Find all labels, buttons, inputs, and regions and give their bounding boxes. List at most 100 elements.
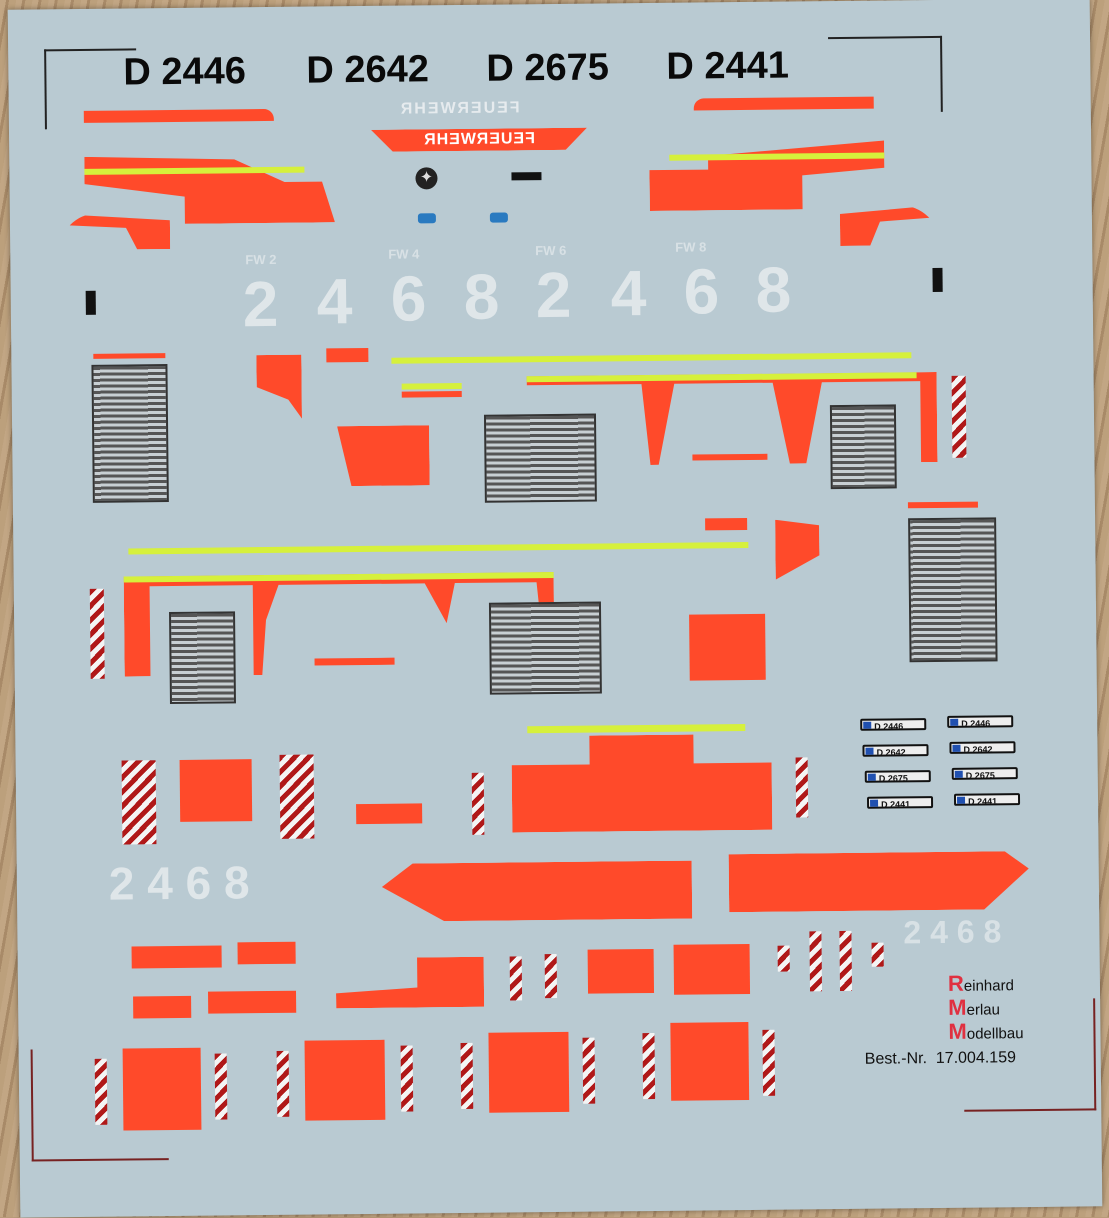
decal-shape [207, 990, 297, 1014]
decal-shape [705, 517, 748, 531]
brand-line-reinhard: Reinhard [948, 971, 1023, 996]
warning-stripe [276, 1050, 290, 1117]
blue-light-icon [489, 212, 508, 223]
decal-shape [179, 759, 253, 822]
warning-stripe [544, 954, 558, 999]
radiator-grille [91, 364, 169, 503]
warning-stripe [400, 1045, 414, 1112]
big-number: 8 [463, 260, 500, 333]
decal-shape [775, 519, 820, 579]
decal-shape [587, 948, 655, 994]
warning-stripe [94, 1058, 108, 1125]
decal-shape [122, 1047, 202, 1131]
decal-shape [84, 166, 305, 175]
warning-stripe [279, 754, 315, 839]
big-number: 2 [242, 267, 279, 341]
decal-sheet: D 2446 D 2642 D 2675 D 2441 FEUERWEHR FE… [7, 0, 1103, 1218]
decal-shape [511, 172, 542, 181]
big-number: 6 [390, 262, 427, 335]
big-number: 6 [683, 255, 720, 328]
decal-shape [337, 425, 430, 486]
brand-initial: M [948, 994, 967, 1020]
decal-shape [304, 1039, 386, 1121]
decal-shape [326, 347, 369, 363]
big-number: 8 [755, 253, 792, 326]
fw-label: FW 2 [245, 251, 277, 268]
decal-shape [314, 657, 395, 666]
fw-label: FW 6 [535, 242, 567, 259]
brand-word: odellbau [966, 1025, 1024, 1043]
decal-shape [83, 108, 274, 123]
mercedes-star-icon: ✦ [415, 167, 438, 190]
decal-shape [391, 352, 912, 364]
vehicle-number: D 2675 [486, 46, 610, 90]
license-plate: D 2642 [862, 744, 929, 757]
decal-shape [840, 205, 940, 246]
decal-shape [382, 861, 693, 922]
brand-word: einhard [963, 977, 1015, 995]
radiator-grille [488, 601, 602, 695]
decal-shape [93, 353, 166, 359]
decal-shape [729, 851, 1030, 912]
vehicle-number: D 2446 [123, 50, 247, 94]
warning-stripe [809, 931, 823, 992]
warning-stripe [951, 375, 967, 458]
decal-shape [511, 734, 772, 833]
big-number: 4 [610, 257, 647, 330]
warning-stripe [121, 760, 157, 845]
warning-stripe [795, 757, 809, 818]
brand-initial: R [947, 970, 964, 996]
warning-stripe [642, 1032, 656, 1100]
feuerwehr-banner-text: FEUERWEHR [423, 130, 536, 149]
decal-shape [692, 453, 768, 461]
decal-shape [128, 541, 749, 555]
decal-shape [60, 213, 170, 250]
decal-shape [693, 96, 874, 111]
warning-stripe [777, 945, 790, 972]
radiator-grille [829, 404, 897, 490]
numbers-decal: 2 4 6 8 [108, 856, 250, 910]
license-plate: D 2675 [864, 770, 931, 783]
decal-shape [907, 501, 978, 509]
decal-shape [689, 613, 766, 681]
decal-shape [256, 355, 302, 419]
fw-label: FW 4 [388, 246, 420, 262]
decal-shape [237, 941, 296, 965]
warning-stripe [214, 1053, 228, 1120]
order-number: Best.-Nr. 17.004.159 [864, 1049, 1017, 1068]
feuerwehr-text: FEUERWEHR [398, 99, 520, 118]
vehicle-number: D 2441 [666, 44, 790, 88]
decal-shape [131, 945, 222, 969]
decal-shape [670, 1021, 750, 1101]
decal-shape [85, 290, 96, 315]
big-number: 2 [535, 258, 572, 332]
decal-shape [932, 267, 943, 293]
radiator-grille [908, 517, 998, 663]
brand-line-merlau: Merlau [948, 995, 1023, 1020]
decal-shape [673, 943, 751, 995]
brand-initial: M [948, 1018, 967, 1044]
warning-stripe [839, 930, 853, 992]
big-number: 4 [316, 265, 353, 338]
license-plate: D 2446 [860, 718, 927, 731]
warning-stripe [89, 588, 105, 679]
blue-light-icon [417, 213, 436, 224]
warning-stripe [471, 772, 485, 835]
brand-word: erlau [966, 1001, 1001, 1019]
decal-shape [649, 141, 885, 211]
decal-shape [336, 957, 485, 1009]
brand-line-modellbau: Modellbau [948, 1019, 1023, 1044]
license-plate: D 2441 [953, 793, 1021, 806]
radiator-grille [169, 611, 236, 705]
feuerwehr-banner: FEUERWEHR [371, 128, 587, 152]
numbers-decal: 2 4 6 8 [903, 913, 1002, 951]
decal-shape [133, 995, 192, 1019]
license-plate: D 2642 [949, 741, 1016, 754]
license-plate: D 2675 [951, 767, 1018, 780]
fw-label: FW 8 [675, 239, 707, 255]
decal-shape [84, 154, 335, 225]
decal-shape [488, 1031, 570, 1113]
license-plate: D 2446 [947, 715, 1014, 728]
decal-shape [356, 803, 423, 825]
warning-stripe [582, 1037, 596, 1104]
